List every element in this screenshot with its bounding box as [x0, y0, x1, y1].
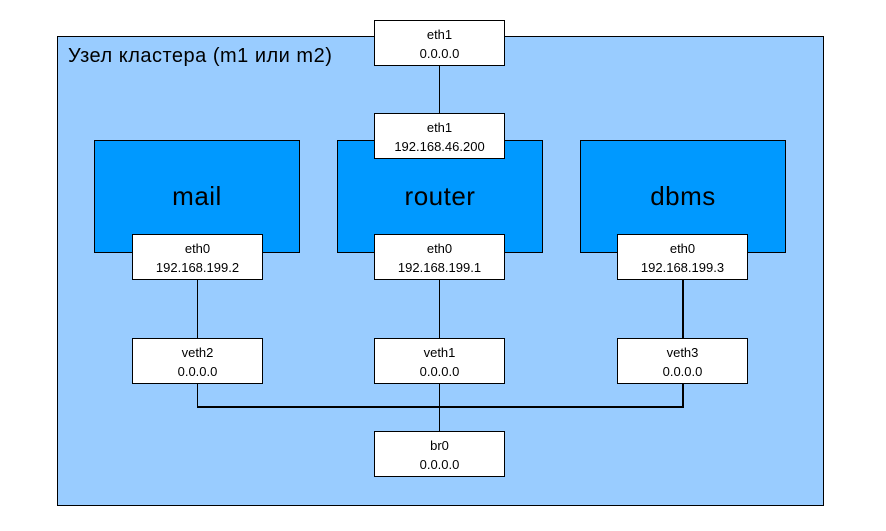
- connector-eth0mail-veth2: [196, 280, 198, 338]
- connector-veth3-bus: [682, 384, 684, 408]
- interface-box-eth1-outer: eth1 0.0.0.0: [374, 20, 505, 66]
- connector-eth0router-veth1: [438, 280, 440, 338]
- interface-address: 0.0.0.0: [419, 364, 460, 379]
- interface-box-eth0-dbms: eth0 192.168.199.3: [617, 234, 748, 280]
- interface-name: veth2: [181, 345, 214, 360]
- interface-box-br0: br0 0.0.0.0: [374, 431, 505, 477]
- interface-box-veth1: veth1 0.0.0.0: [374, 338, 505, 384]
- connector-eth0dbms-veth3: [682, 280, 684, 338]
- interface-box-veth3: veth3 0.0.0.0: [617, 338, 748, 384]
- connector-bridge-bus: [196, 406, 684, 408]
- connector-veth1-br0: [438, 384, 440, 431]
- connector-veth2-bus: [196, 384, 198, 408]
- interface-name: veth1: [423, 345, 456, 360]
- interface-name: br0: [430, 438, 449, 453]
- interface-address: 192.168.199.1: [397, 260, 482, 275]
- interface-name: veth3: [666, 345, 699, 360]
- interface-box-eth0-router: eth0 192.168.199.1: [374, 234, 505, 280]
- interface-name: eth0: [669, 241, 696, 256]
- container-dbms-label: dbms: [650, 181, 716, 211]
- interface-address: 0.0.0.0: [419, 46, 460, 61]
- interface-address: 0.0.0.0: [177, 364, 218, 379]
- interface-address: 192.168.199.3: [640, 260, 725, 275]
- container-mail-label: mail: [172, 181, 222, 211]
- interface-address: 192.168.199.2: [155, 260, 240, 275]
- diagram-title: Узел кластера (m1 или m2): [68, 45, 333, 67]
- connector-eth1outer-eth1host: [438, 66, 440, 113]
- interface-name: eth1: [426, 120, 453, 135]
- container-router-label: router: [404, 181, 476, 211]
- interface-box-eth1-host: eth1 192.168.46.200: [374, 113, 505, 159]
- interface-address: 0.0.0.0: [662, 364, 703, 379]
- interface-name: eth1: [426, 27, 453, 42]
- interface-box-veth2: veth2 0.0.0.0: [132, 338, 263, 384]
- interface-name: eth0: [426, 241, 453, 256]
- interface-address: 0.0.0.0: [419, 457, 460, 472]
- interface-name: eth0: [184, 241, 211, 256]
- interface-address: 192.168.46.200: [394, 139, 485, 154]
- interface-box-eth0-mail: eth0 192.168.199.2: [132, 234, 263, 280]
